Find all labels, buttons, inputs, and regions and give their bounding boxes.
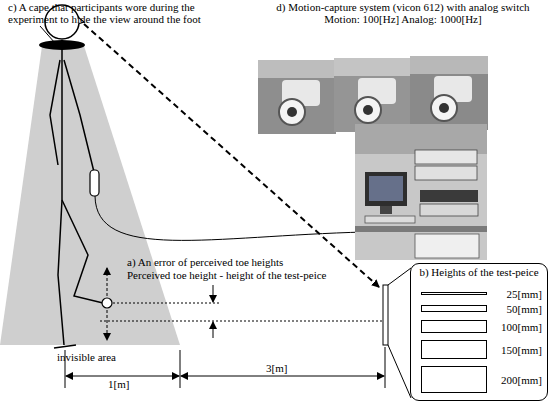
toe-marker <box>102 298 112 308</box>
photo-ceiling <box>258 60 336 78</box>
camera-lens <box>287 107 297 117</box>
monitor-stand <box>380 206 392 214</box>
dimension-label: 1[m] <box>108 378 148 390</box>
monitor-screen <box>369 176 403 201</box>
dimension-label: 3[m] <box>266 362 306 374</box>
equipment-unit <box>420 190 478 202</box>
cable <box>95 196 365 240</box>
foot-line <box>54 345 76 348</box>
photo-ceiling <box>410 56 488 74</box>
box-heading: b) Heights of the test-peice <box>411 266 547 278</box>
camera-ring <box>279 99 305 125</box>
photo-wall <box>355 124 487 154</box>
desk <box>355 226 487 232</box>
height-label: 100[mm] <box>501 321 542 333</box>
area-label: invisible area <box>57 351 147 363</box>
camera-photo <box>334 58 412 132</box>
height-label: 200[mm] <box>501 374 542 386</box>
sample-rate: Motion: 100[Hz] Analog: 1000[Hz] <box>258 13 548 25</box>
leg-line <box>62 200 103 303</box>
callout-text: c) A cape that participants wore during … <box>8 1 230 25</box>
body-line <box>61 50 63 200</box>
camera-lens <box>439 103 449 113</box>
equipment-unit <box>415 166 477 180</box>
camera-photo <box>410 56 488 130</box>
keyboard <box>365 216 415 223</box>
bracket-line <box>388 268 411 285</box>
dimension-arrow <box>181 376 384 377</box>
dimension-arrow <box>213 285 214 302</box>
invisible-region <box>0 46 180 345</box>
extension-line <box>180 350 181 388</box>
arm-line <box>64 60 94 172</box>
height-label: 25[mm] <box>507 288 542 300</box>
photo-ceiling <box>334 58 412 76</box>
test-piece <box>383 285 388 345</box>
cape <box>39 40 85 50</box>
camera-lens <box>363 105 373 115</box>
photo-background <box>334 58 412 132</box>
callout-text: a) An error of perceived toe heights <box>127 256 377 268</box>
extension-line <box>385 347 386 388</box>
height-bar: 150[mm] <box>421 340 487 359</box>
dashed-arrow <box>107 268 108 296</box>
height-bar: 200[mm] <box>421 366 487 393</box>
height-bar: 50[mm] <box>421 305 487 312</box>
computer-photo <box>355 124 487 260</box>
height-bar: 25[mm] <box>421 292 487 295</box>
analog-switch <box>90 170 99 196</box>
photo-background <box>355 124 487 260</box>
height-label: 150[mm] <box>501 344 542 356</box>
dimension-arrow <box>66 376 179 377</box>
camera-ring <box>355 97 381 123</box>
camera-photo <box>258 60 336 134</box>
leg-line <box>58 200 64 345</box>
equipment-unit <box>415 234 479 258</box>
section-title: d) Motion-capture system (vicon 612) wit… <box>258 1 548 13</box>
monitor <box>365 172 407 206</box>
dotted-line <box>100 321 383 322</box>
equipment-unit <box>420 204 478 216</box>
camera-ring <box>431 95 457 121</box>
dashed-arrow <box>107 310 108 340</box>
photo-background <box>410 56 488 130</box>
legend-box: b) Heights of the test-peice 25[mm] 50[mm]… <box>410 263 548 401</box>
height-bar: 100[mm] <box>421 320 487 333</box>
bracket-line <box>388 345 411 398</box>
height-label: 50[mm] <box>507 303 542 315</box>
formula-text: Perceived toe height - height of the tes… <box>127 269 387 281</box>
arm-line <box>50 60 60 165</box>
photo-background <box>258 60 336 134</box>
equipment-unit <box>415 150 477 164</box>
dotted-line <box>113 303 220 304</box>
dimension-arrow <box>213 322 214 338</box>
